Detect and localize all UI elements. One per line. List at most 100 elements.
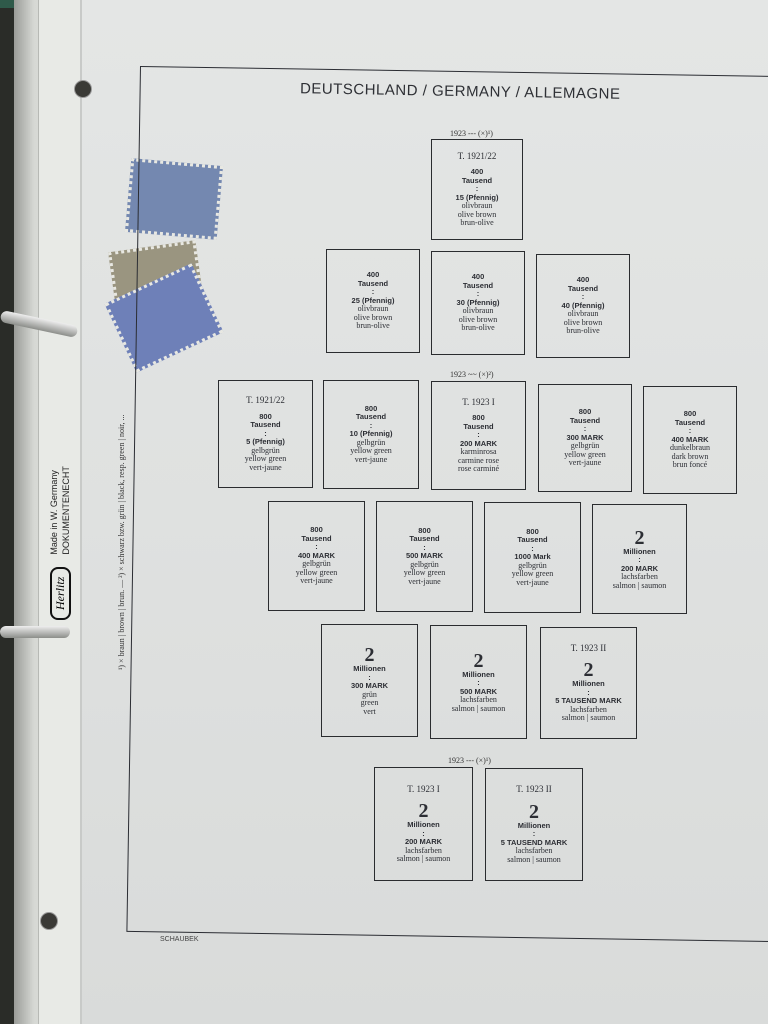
surcharge-unit: Tausend [301, 533, 332, 543]
surcharge-value: 800 [472, 413, 485, 422]
denomination: 400 MARK [671, 434, 709, 444]
color-name: yellow green [403, 568, 446, 578]
color-name: vert-jaune [354, 454, 388, 464]
color-name: salmon | saumon [612, 580, 667, 590]
surcharge-value: 800 [418, 525, 431, 535]
surcharge-numeral: 2 [634, 526, 645, 549]
surcharge-value: 400 [470, 167, 484, 176]
denomination: 30 (Pfennig) [456, 297, 500, 307]
denomination: 5 TAUSEND MARK [500, 837, 568, 847]
denomination: 200 MARK [404, 837, 443, 846]
color-name: yellow green [564, 449, 606, 459]
footnote: ¹) × braun | brown | brun. — ²) × schwar… [117, 414, 126, 670]
denomination: 25 (Pfennig) [351, 295, 395, 305]
color-name: green [360, 698, 379, 707]
color-name: yellow green [295, 567, 338, 577]
color-name: salmon | saumon [396, 854, 451, 863]
color-name: lachsfarben [621, 572, 658, 582]
separator: : [475, 184, 479, 193]
surcharge-value: 800 [259, 411, 272, 421]
denomination: 500 MARK [459, 686, 498, 696]
denomination: 200 MARK [620, 563, 659, 573]
surcharge-value: 800 [310, 525, 323, 535]
separator: : [531, 543, 534, 553]
separator: : [638, 555, 641, 565]
surcharge-unit: Tausend [569, 415, 601, 425]
surcharge-numeral: 2 [473, 649, 484, 672]
color-name: brun foncé [672, 460, 708, 470]
stamp-type: T. 1921/22 [246, 395, 285, 405]
color-name: olivbraun [567, 309, 599, 319]
separator: : [371, 287, 375, 297]
color-name: lachsfarben [405, 845, 442, 855]
separator: : [477, 678, 480, 688]
color-name: brun-olive [566, 326, 600, 336]
color-name: olive brown [353, 312, 393, 322]
stamp-type: T. 1921/22 [457, 150, 497, 161]
separator: : [532, 829, 536, 838]
color-name: dark brown [671, 451, 709, 461]
publisher-footer: SCHAUBEK [160, 936, 199, 943]
color-name: olive brown [457, 209, 497, 219]
denomination: 500 MARK [405, 551, 444, 561]
surcharge-value: 800 [578, 407, 592, 417]
separator: : [587, 687, 590, 697]
color-name: brun-olive [460, 218, 494, 227]
surcharge-unit: Tausend [355, 412, 387, 422]
color-name: vert-jaune [568, 458, 602, 468]
surcharge-value: 400 [366, 270, 380, 280]
color-name: olive brown [563, 317, 603, 327]
surcharge-unit: Tausend [463, 421, 494, 431]
binder-ring [0, 626, 70, 638]
surcharge-unit: Millionen [407, 820, 440, 829]
separator: : [688, 426, 692, 436]
surcharge-unit: Tausend [567, 283, 599, 293]
stamp-type: T. 1923 II [516, 784, 552, 794]
color-name: salmon | saumon [507, 854, 561, 864]
color-name: vert [363, 706, 376, 716]
separator: : [422, 828, 425, 838]
punch-hole [74, 80, 92, 98]
surcharge-unit: Tausend [357, 278, 389, 288]
surcharge-unit: Tausend [517, 535, 548, 545]
group-label: 1923 --- (×)¹) [450, 129, 493, 138]
stamp-type: T. 1923 II [570, 642, 607, 653]
surcharge-unit: Millionen [462, 669, 495, 679]
denomination: 1000 Mark [514, 552, 551, 562]
color-name: gelbgrün [518, 560, 547, 570]
denomination: 200 MARK [459, 438, 498, 448]
denomination: 400 MARK [297, 550, 336, 560]
color-name: olive brown [458, 314, 498, 324]
denomination: 10 (Pfennig) [349, 429, 393, 439]
denomination: 5 TAUSEND MARK [555, 696, 622, 705]
color-name: yellow green [511, 569, 554, 579]
color-name: lachsfarben [570, 704, 607, 714]
made-in-label: Made in W. Germany [49, 470, 59, 555]
surcharge-numeral: 2 [529, 800, 539, 823]
separator: : [476, 289, 480, 299]
color-name: yellow green [244, 454, 287, 463]
color-name: vert-jaune [300, 576, 333, 586]
color-name: carmine rose [457, 455, 500, 465]
surcharge-numeral: 2 [364, 644, 375, 666]
color-name: olivbraun [461, 201, 493, 210]
surcharge-unit: Millionen [623, 546, 656, 556]
